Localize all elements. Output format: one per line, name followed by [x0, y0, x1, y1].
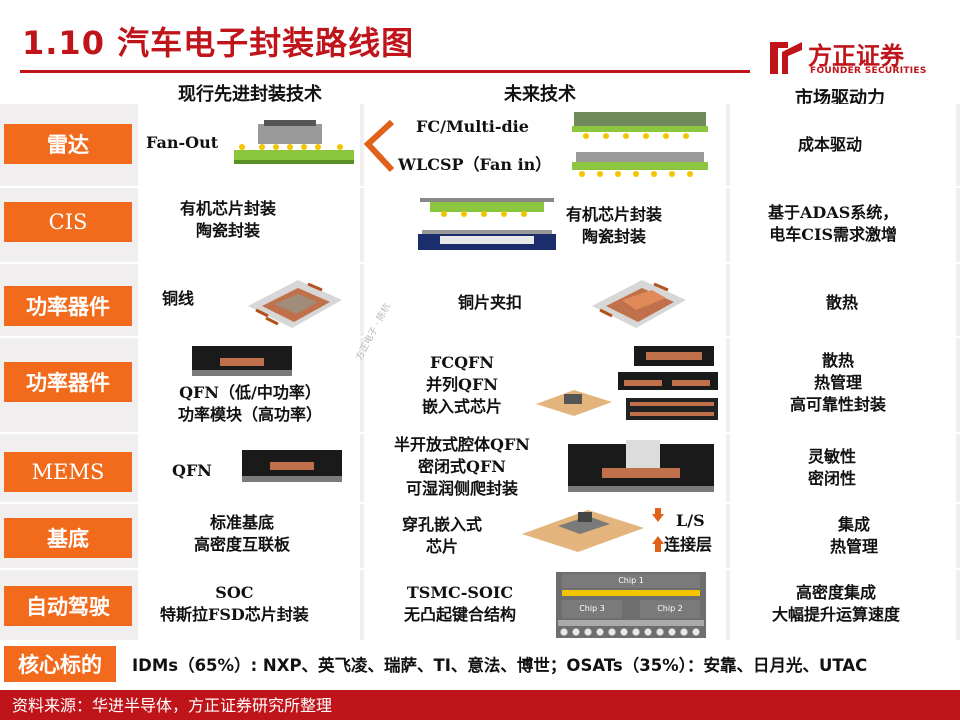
- cis-package-image: [418, 198, 556, 250]
- chip-1-label: Chip 1: [562, 574, 700, 588]
- cis-future-text: 有机芯片封装 陶瓷封装: [566, 205, 663, 246]
- mems-future-text: 半开放式腔体QFN 密闭式QFN 可湿润侧爬封装: [394, 435, 530, 498]
- substrate-future-side-1: L/S: [676, 511, 705, 530]
- power2-future-text: FCQFN 并列QFN 嵌入式芯片: [422, 353, 503, 416]
- row-label-autonomous: 自动驾驶: [4, 586, 132, 626]
- power1-current-text: 铜线: [162, 289, 195, 308]
- fcqfn-package-images: [618, 346, 718, 420]
- mems-driver-text: 灵敏性 密闭性: [808, 447, 857, 488]
- mems-current-text: QFN: [172, 461, 212, 480]
- power2-driver-text: 散热 热管理 高可靠性封装: [790, 351, 887, 414]
- row-band-substrate: [0, 504, 960, 568]
- mems-qfn-package-image: [242, 450, 342, 482]
- page-title: 1.10 汽车电子封装路线图: [22, 24, 415, 62]
- radar-future-text-2: WLCSP（Fan in）: [398, 155, 552, 174]
- row-band-autonomous: [0, 570, 960, 640]
- row-label-radar: 雷达: [4, 124, 132, 164]
- radar-current-text: Fan-Out: [146, 133, 219, 152]
- embedded-substrate-image: [522, 510, 644, 552]
- footer-bar: [0, 690, 960, 720]
- branch-arrow-icon: [363, 119, 395, 173]
- cavity-qfn-package-image: [568, 440, 714, 492]
- power2-current-text: QFN（低/中功率） 功率模块（高功率）: [178, 383, 323, 424]
- substrate-driver-text: 集成 热管理: [830, 515, 879, 556]
- power1-future-text: 铜片夹扣: [458, 293, 523, 312]
- logo-chinese: 方正证券: [808, 42, 904, 70]
- company-logo: 方正证券 FOUNDER SECURITIES: [768, 38, 938, 84]
- row-band-mems: [0, 434, 960, 502]
- radar-future-text-1: FC/Multi-die: [416, 117, 529, 136]
- key-targets-text: IDMs（65%）: NXP、英飞凌、瑞萨、TI、意法、博世；OSATs（35%…: [132, 656, 868, 675]
- row-band-radar: [0, 104, 960, 186]
- footer-source: 资料来源：华进半导体，方正证券研究所整理: [12, 696, 333, 715]
- autonomous-driver-text: 高密度集成 大幅提升运算速度: [772, 583, 901, 624]
- column-header-driver: 市场驱动力: [795, 88, 885, 109]
- up-down-arrows-icon: [652, 508, 664, 552]
- row-label-substrate: 基底: [4, 518, 132, 558]
- substrate-future-side-2: 连接层: [664, 535, 713, 554]
- chip-2-label: Chip 2: [640, 600, 700, 618]
- row-label-power-2: 功率器件: [4, 362, 132, 402]
- key-targets-label: 核心标的: [4, 646, 116, 682]
- column-header-current: 现行先进封装技术: [178, 84, 322, 105]
- power1-driver-text: 散热: [826, 293, 859, 312]
- soic-chip-stack-image: Chip 1 Chip 3 Chip 2: [556, 572, 706, 638]
- logo-english: FOUNDER SECURITIES: [810, 66, 927, 76]
- column-header-future: 未来技术: [504, 84, 576, 105]
- qfn-package-image: [192, 346, 292, 376]
- substrate-future-text: 穿孔嵌入式 芯片: [402, 515, 483, 556]
- row-label-mems: MEMS: [4, 452, 132, 492]
- multi-die-package-image: [572, 112, 708, 177]
- copper-wire-package-image: [248, 280, 342, 328]
- radar-driver-text: 成本驱动: [798, 135, 863, 154]
- autonomous-current-text: SOC 特斯拉FSD芯片封装: [160, 583, 309, 624]
- title-underline: [20, 70, 750, 73]
- row-label-cis: CIS: [4, 202, 132, 242]
- row-label-power-1: 功率器件: [4, 286, 132, 326]
- copper-clip-package-image: [592, 280, 686, 328]
- autonomous-future-text: TSMC-SOIC 无凸起键合结构: [404, 583, 517, 624]
- cis-driver-text: 基于ADAS系统， 电车CIS需求激增: [768, 203, 899, 244]
- fan-out-package-image: [234, 120, 354, 164]
- chip-3-label: Chip 3: [562, 600, 622, 618]
- founder-logo-icon: [770, 42, 802, 74]
- embedded-die-image: [536, 390, 612, 416]
- substrate-current-text: 标准基底 高密度互联板: [194, 513, 291, 554]
- cis-current-text: 有机芯片封装 陶瓷封装: [180, 199, 277, 240]
